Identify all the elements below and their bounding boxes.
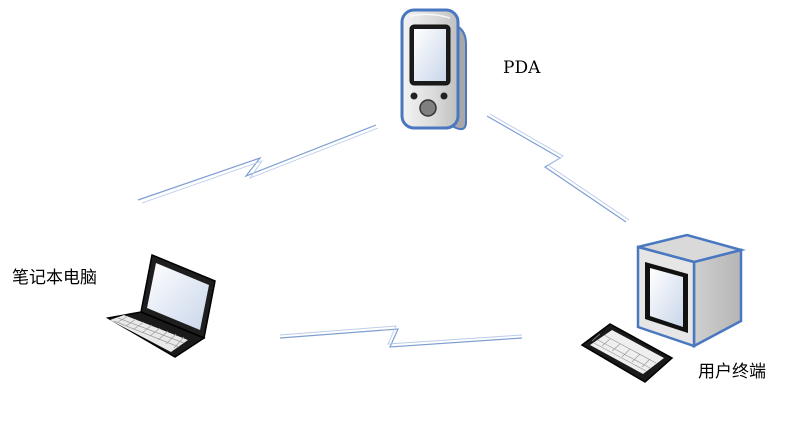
wireless-link-pda-laptop	[137, 124, 379, 204]
terminal-label: 用户终端	[698, 362, 766, 382]
pda-label: PDA	[503, 58, 541, 78]
laptop-label: 笔记本电脑	[12, 268, 97, 288]
pda-device-icon	[400, 8, 467, 131]
wireless-link-pda-terminal	[486, 113, 630, 223]
desktop-terminal-icon	[580, 233, 746, 383]
wireless-link-laptop-terminal	[279, 325, 523, 348]
laptop-device-icon	[105, 253, 216, 358]
